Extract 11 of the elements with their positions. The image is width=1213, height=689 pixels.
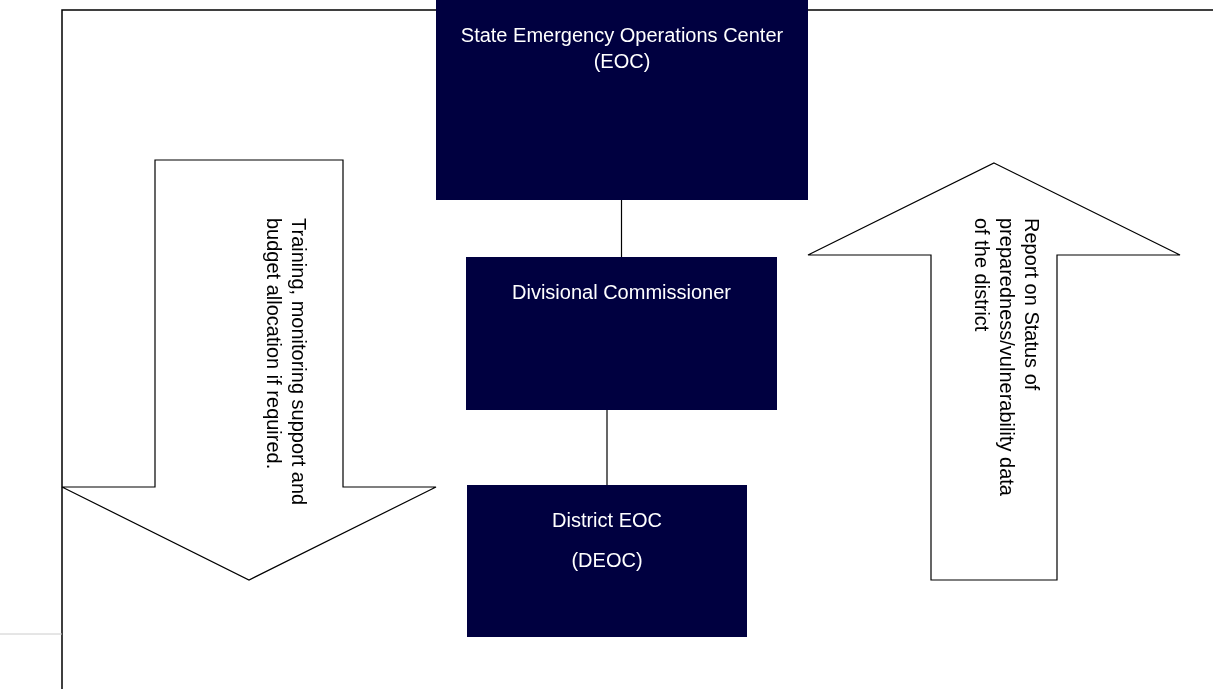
box-label: Divisional Commissioner — [511, 280, 732, 305]
process-box — [467, 485, 747, 637]
connector-line — [606, 409, 608, 486]
box-label: District EOC — [551, 508, 663, 533]
process-box — [466, 257, 777, 410]
arrow-label: Training, monitoring support and budget allocation if required. — [262, 218, 311, 508]
arrow-label: Report on Status of preparedness/vulnerability data of the district — [970, 218, 1044, 498]
process-box — [436, 0, 808, 200]
connector-line — [620, 199, 623, 258]
box-label: State Emergency Operations Center (EOC) — [459, 23, 785, 74]
box-label: (DEOC) — [570, 548, 644, 573]
